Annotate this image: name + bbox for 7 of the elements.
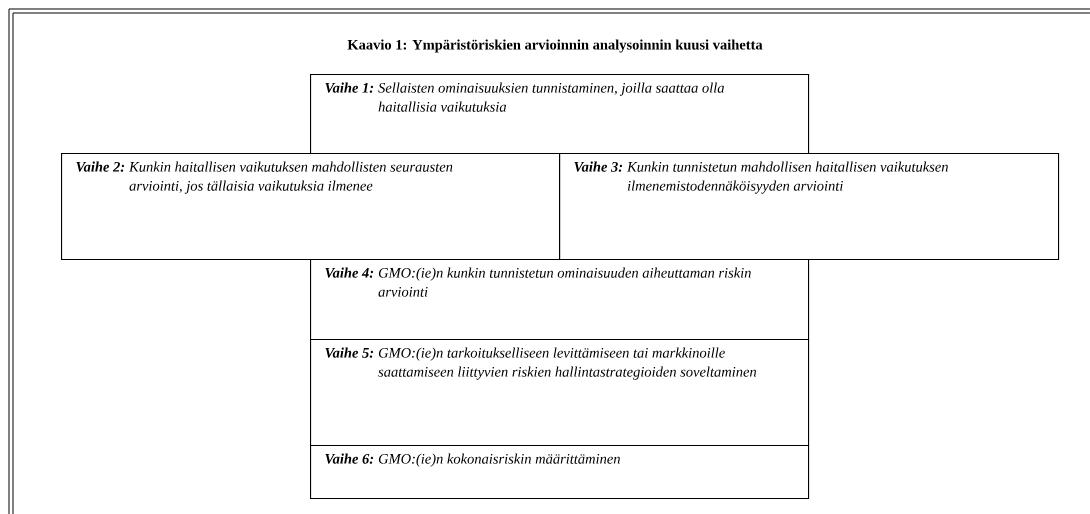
process-box: Vaihe 4: GMO:(ie)n kunkin tunnistetun ominaisuuden aiheuttaman riskin arviointi <box>310 259 810 341</box>
process-box: Vaihe 3: Kunkin tunnistetun mahdollisen haitallisen vaikutuksen ilmenemistodennäköisyyden arviointi <box>559 153 1060 261</box>
title: Kaavio 1: Ympäristöriskien arvioinnin analysoinnin kuusi vaihetta <box>347 39 763 53</box>
process-box: Vaihe 1: Sellaisten ominaisuuksien tunnistaminen, joilla saattaa olla haitallisia vaikutuksia <box>310 74 810 155</box>
process-box: Vaihe 2: Kunkin haitallisen vaikutuksen mahdollisten seurausten arviointi, jos tällaisia vaikutuksia ilmenee <box>61 153 561 261</box>
process-box: Vaihe 6: GMO:(ie)n kokonaisriskin määrittäminen <box>310 445 810 500</box>
process-box: Vaihe 5: GMO:(ie)n tarkoitukselliseen levittämiseen tai markkinoille saattamiseen liittyvien riskien hallintastrategioiden soveltaminen <box>310 339 810 447</box>
